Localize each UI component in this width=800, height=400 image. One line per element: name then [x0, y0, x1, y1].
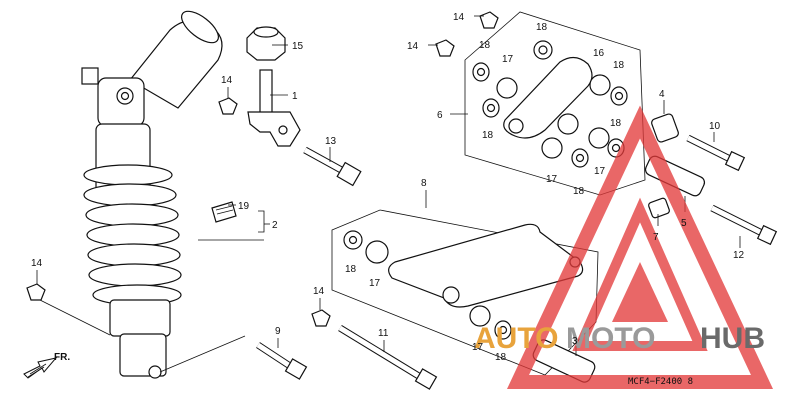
- callout-14: 14: [31, 258, 43, 269]
- shock-absorber: [81, 10, 223, 379]
- link-assembly-6: [464, 11, 646, 196]
- nut-14-mid: [435, 39, 455, 57]
- svg-text:HUB: HUB: [700, 322, 765, 355]
- front-direction-arrow: FR.: [23, 352, 70, 379]
- callout-17: 17: [594, 166, 606, 177]
- callout-7: 7: [653, 232, 659, 243]
- callout-4: 4: [659, 89, 665, 100]
- callout-17: 17: [369, 278, 381, 289]
- watermark-text: AUTO MOTO HUB: [474, 322, 765, 355]
- bolt-9: [256, 342, 308, 380]
- callout-8: 8: [421, 178, 427, 189]
- bolt-10: [686, 134, 746, 172]
- nut-15: [246, 26, 286, 61]
- leader-lines: [36, 15, 741, 373]
- nut-14-upper-left: [218, 97, 238, 115]
- bolt-13: [303, 146, 362, 187]
- callout-16: 16: [593, 48, 605, 59]
- bolt-12: [710, 204, 778, 246]
- drawing-code: MCF4−F2400 8: [628, 377, 693, 387]
- callout-14: 14: [313, 286, 325, 297]
- callout-14: 14: [453, 12, 465, 23]
- callout-numbers: 15 1 14 13 19 2 14 9 14 11 8 14 14 6 18 …: [31, 12, 745, 363]
- callout-2: 2: [272, 220, 278, 231]
- callout-13: 13: [325, 136, 337, 147]
- callout-18: 18: [495, 352, 507, 363]
- callout-3: 3: [572, 336, 578, 347]
- callout-18: 18: [610, 118, 622, 129]
- callout-12: 12: [733, 250, 745, 261]
- callout-18: 18: [482, 130, 494, 141]
- watermark-logo: [506, 105, 774, 389]
- nut-14-top: [479, 11, 499, 29]
- callout-15: 15: [292, 41, 304, 52]
- callout-11: 11: [378, 328, 389, 339]
- callout-18: 18: [573, 186, 585, 197]
- callout-10: 10: [709, 121, 721, 132]
- nut-14-bottom: [311, 309, 331, 327]
- callout-1: 1: [292, 91, 298, 102]
- callout-14: 14: [221, 75, 233, 86]
- callout-6: 6: [437, 110, 443, 121]
- callout-18: 18: [536, 22, 548, 33]
- collar-7: [648, 197, 670, 219]
- bolt-11: [338, 325, 438, 390]
- callout-17: 17: [502, 54, 514, 65]
- svg-text:MOTO: MOTO: [566, 322, 655, 355]
- callout-9: 9: [275, 326, 281, 337]
- nut-14-lower-left: [26, 283, 46, 301]
- callout-18: 18: [613, 60, 625, 71]
- callout-17: 17: [472, 342, 484, 353]
- bracket-1: [247, 69, 301, 147]
- callout-18: 18: [345, 264, 357, 275]
- callout-19: 19: [238, 201, 250, 212]
- callout-5: 5: [681, 218, 687, 229]
- callout-18: 18: [479, 40, 491, 51]
- collar-4: [651, 113, 679, 143]
- callout-14: 14: [407, 41, 419, 52]
- callout-17: 17: [546, 174, 558, 185]
- svg-text:AUTO: AUTO: [474, 322, 558, 355]
- label-19: [211, 201, 237, 223]
- fr-label: FR.: [54, 352, 70, 363]
